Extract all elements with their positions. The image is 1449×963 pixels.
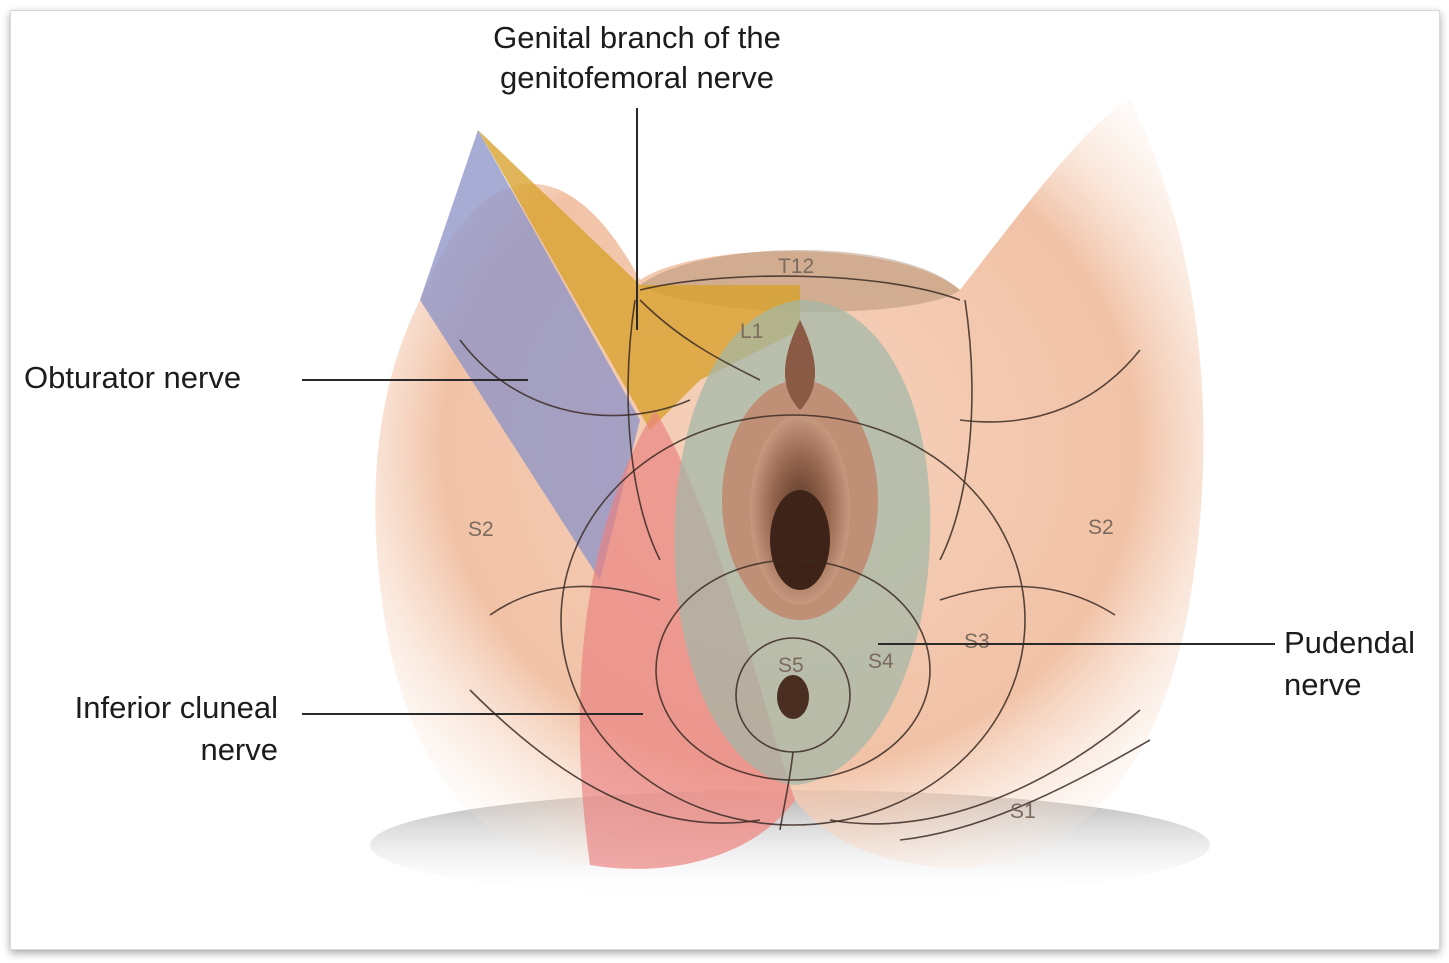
dermatome-s5: S5 <box>778 654 804 677</box>
label-pudendal-line2: nerve <box>1284 667 1362 702</box>
dermatome-s3: S3 <box>964 630 990 653</box>
anus <box>777 675 809 719</box>
dermatome-s2-left: S2 <box>468 518 494 541</box>
dermatome-t12: T12 <box>778 255 814 278</box>
vaginal-opening <box>770 490 830 590</box>
label-genital-branch-line1: Genital branch of the <box>493 20 781 55</box>
label-genital-branch-line2: genitofemoral nerve <box>500 60 774 95</box>
dermatome-s1: S1 <box>1010 800 1036 823</box>
label-inferior-cluneal-line2: nerve <box>200 732 278 767</box>
dermatome-s4: S4 <box>868 650 894 673</box>
label-obturator: Obturator nerve <box>24 360 241 395</box>
label-pudendal-line1: Pudendal <box>1284 625 1415 660</box>
dermatome-s2-right: S2 <box>1088 516 1114 539</box>
label-inferior-cluneal-line1: Inferior cluneal <box>75 690 278 725</box>
dermatome-l1: L1 <box>740 320 763 343</box>
